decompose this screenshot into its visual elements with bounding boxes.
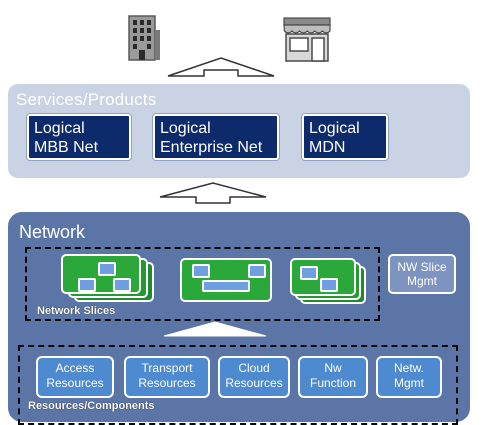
nw-function-line2: Function: [309, 376, 357, 390]
access-resources-line1: Access: [55, 361, 95, 375]
up-arrow-icon: [158, 181, 268, 210]
slice-link: [202, 280, 250, 292]
slice-node: [113, 278, 131, 292]
cloud-resources-line2: Resources: [225, 376, 283, 390]
slice-node: [248, 264, 266, 278]
services-title: Services/Products: [16, 90, 157, 109]
logical-enterprise-net-box: Logical Enterprise Net: [153, 114, 279, 160]
logical-mbb-net-box: Logical MBB Net: [27, 114, 131, 160]
logical-mdn-box: Logical MDN: [302, 114, 388, 160]
transport-resources-line2: Resources: [138, 376, 196, 390]
up-arrow-icon: [160, 318, 270, 343]
logical-mbb-net-line1: Logical: [34, 120, 85, 137]
slice-node: [98, 262, 116, 276]
logical-enterprise-net-line2: Enterprise Net: [160, 139, 263, 156]
slice-node: [192, 264, 210, 278]
slice-node: [78, 278, 96, 292]
netw-mgmt-line2: Mgmt: [394, 376, 424, 390]
logical-enterprise-net-line1: Logical: [160, 120, 211, 137]
slice-node: [300, 266, 318, 280]
access-resources-box: Access Resources: [36, 356, 114, 398]
logical-mdn-line2: MDN: [309, 139, 346, 156]
resources-components-label: Resources/Components: [28, 400, 155, 412]
logical-mbb-net-line2: MBB Net: [34, 139, 99, 156]
storefront-icon: [280, 16, 334, 67]
nw-function-line1: Nw: [324, 361, 342, 375]
network-slices-label: Network Slices: [37, 305, 116, 317]
slice-card-3: [290, 258, 356, 296]
cloud-resources-line1: Cloud: [238, 361, 270, 375]
nw-slice-mgmt-box: NW Slice Mgmt: [388, 254, 456, 294]
slice-node: [320, 278, 338, 292]
netw-mgmt-box: Netw. Mgmt: [376, 356, 442, 398]
slice-card-1: [61, 254, 141, 294]
access-resources-line2: Resources: [46, 376, 104, 390]
netw-mgmt-line1: Netw.: [393, 361, 424, 375]
up-arrow-icon: [166, 56, 276, 83]
cloud-resources-box: Cloud Resources: [218, 356, 290, 398]
office-building-icon: [126, 14, 162, 67]
transport-resources-box: Transport Resources: [124, 356, 210, 398]
nw-function-box: Nw Function: [298, 356, 368, 398]
logical-mdn-line1: Logical: [309, 120, 360, 137]
nw-slice-mgmt-line1: NW Slice: [397, 260, 447, 274]
slice-card-2: [180, 258, 272, 302]
nw-slice-mgmt-line2: Mgmt: [407, 274, 437, 288]
network-title: Network: [19, 222, 86, 242]
transport-resources-line1: Transport: [141, 361, 193, 375]
network-slices-group: [25, 247, 380, 321]
